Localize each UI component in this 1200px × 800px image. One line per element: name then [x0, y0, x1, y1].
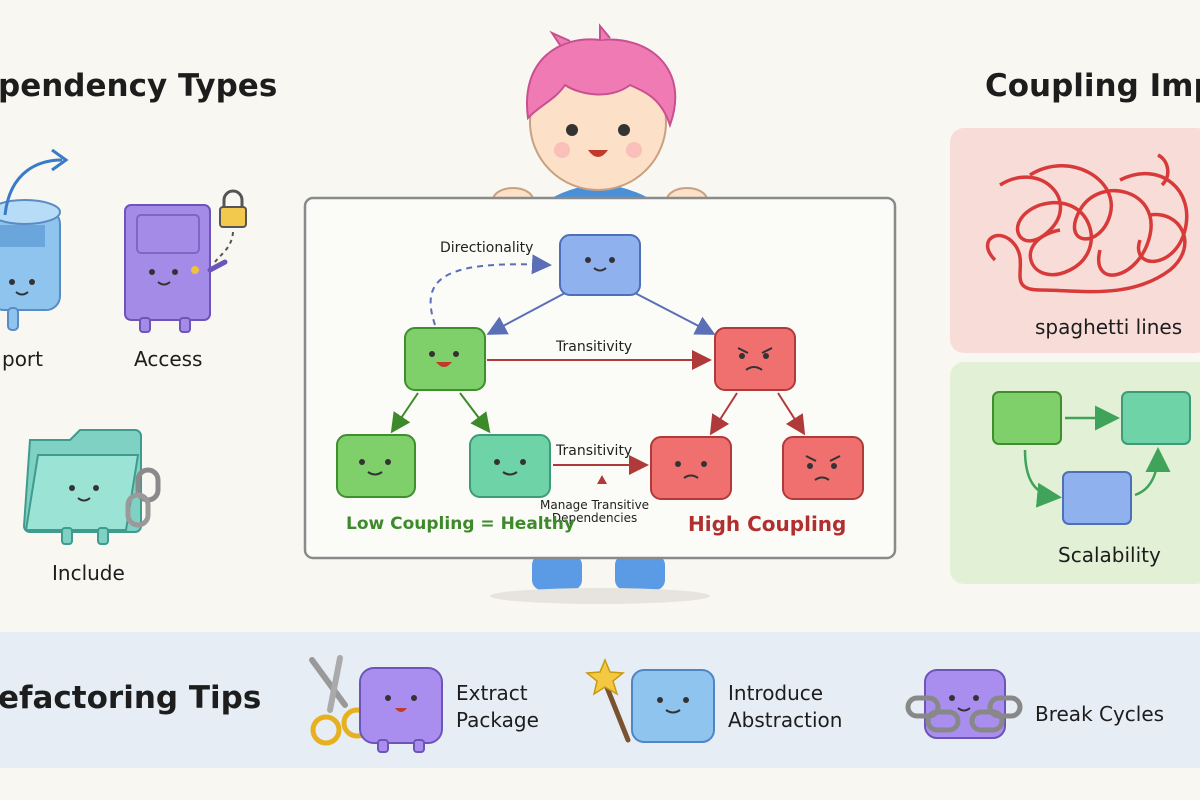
extract-package-label: Extract Package — [456, 681, 539, 732]
manage-transitive-label: Manage Transitive Dependencies — [540, 498, 650, 525]
folder-icon — [22, 429, 142, 545]
spaghetti-lines-label: spaghetti lines — [1035, 315, 1183, 339]
chain-icon — [125, 467, 161, 528]
module-green-mid — [404, 327, 486, 391]
introduce-abstraction-label: Introduce Abstraction — [728, 681, 843, 732]
transitivity-label-top: Transitivity — [556, 339, 633, 355]
import-cylinder-icon — [0, 148, 69, 331]
high-coupling-label: High Coupling — [688, 512, 847, 536]
transitivity-label-bottom: Transitivity — [556, 443, 633, 459]
break-cycles-label: Break Cycles — [1035, 702, 1165, 726]
dependency-board — [303, 196, 897, 560]
module-top — [559, 234, 641, 296]
access-label: Access — [134, 347, 203, 371]
module-teal-bottom — [469, 434, 551, 498]
import-label: port — [2, 347, 43, 371]
dependency-types-title: pendency Types — [0, 68, 278, 104]
door-icon — [124, 204, 228, 333]
scalability-label: Scalability — [1058, 543, 1161, 567]
break-cycles-character — [924, 669, 1006, 739]
arrow-top-to-red — [634, 292, 716, 335]
low-coupling-label: Low Coupling = Healthy — [346, 514, 575, 534]
spaghetti-lines-icon — [985, 153, 1189, 294]
lock-icon — [214, 189, 247, 263]
broken-chain-icon — [905, 695, 1023, 733]
module-red-mid — [714, 327, 796, 391]
module-red-bottom-right — [782, 436, 864, 500]
coupling-impact-title: Coupling Impa — [985, 68, 1200, 104]
directionality-arrow — [429, 254, 552, 326]
introduce-abstraction-character — [631, 669, 715, 743]
scalability-diagram — [992, 391, 1191, 525]
directionality-label: Directionality — [440, 240, 534, 256]
refactoring-tips-title: efactoring Tips — [0, 680, 262, 716]
include-label: Include — [52, 561, 125, 585]
extract-package-character — [359, 667, 443, 753]
module-red-bottom-left — [650, 436, 732, 500]
module-green-bottom-left — [336, 434, 416, 498]
magic-wand-icon — [585, 658, 631, 743]
arrow-top-to-green — [486, 292, 566, 335]
